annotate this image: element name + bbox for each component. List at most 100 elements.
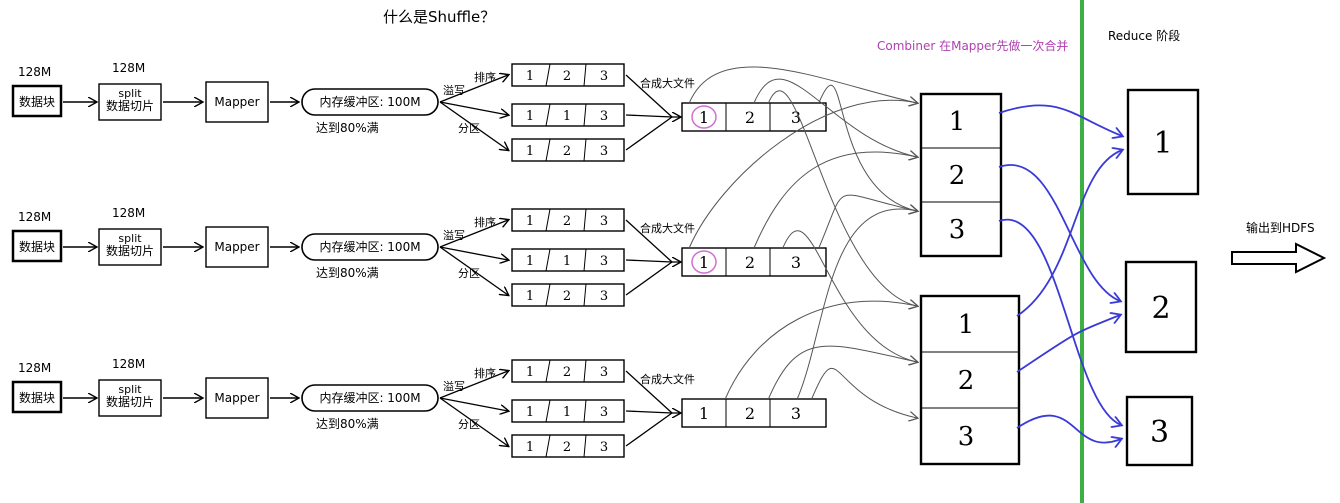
buffer-label: 内存缓冲区: 100M (319, 390, 420, 405)
fetch-arrow (998, 218, 1121, 425)
spill-file (511, 103, 625, 127)
spill-label: 溢写 (443, 83, 465, 97)
spill-cell: 3 (600, 289, 608, 304)
spill-cell: 1 (526, 254, 534, 269)
spill-cell: 2 (563, 214, 571, 229)
merged-file (681, 247, 827, 277)
spill-cell: 1 (526, 144, 534, 159)
mapper-box (205, 81, 269, 123)
mapper-box (205, 377, 269, 419)
block-label: 数据块 (19, 390, 55, 405)
spill-cell: 1 (563, 254, 571, 269)
fetch-arrow (1016, 150, 1122, 317)
output-arrow-icon (1231, 242, 1327, 274)
cell-divider (583, 208, 587, 232)
merged-cell: 1 (699, 108, 709, 127)
shuffle-curve (796, 209, 917, 400)
spill-cell: 3 (600, 365, 608, 380)
spill-cell: 3 (600, 440, 608, 455)
split-label: 数据切片 (106, 394, 154, 409)
merge-line (625, 412, 673, 447)
partition-highlight-circle (691, 105, 717, 129)
shuffle-curve (818, 194, 917, 249)
merged-file (681, 102, 827, 132)
shuffle-curve (688, 66, 917, 103)
combiner-cell: 1 (958, 310, 975, 340)
cell-divider (545, 359, 551, 383)
cell-divider (583, 248, 587, 272)
cell-divider (545, 283, 551, 307)
merged-cell: 2 (745, 404, 755, 423)
spill-cell: 1 (526, 109, 534, 124)
combiner-note: Combiner 在Mapper先做一次合并 (877, 38, 1068, 53)
spill-arrow (439, 246, 508, 260)
mapper-box (205, 226, 269, 268)
combiner-cell: 2 (958, 366, 975, 396)
merge-line (625, 261, 673, 296)
reducer-box: 1 (1126, 88, 1200, 196)
cell-divider (545, 63, 551, 87)
spill-arrow (439, 397, 508, 446)
spill-cell: 3 (600, 109, 608, 124)
combiner-cell: 3 (958, 422, 975, 452)
split-size: 128M (112, 61, 145, 75)
cell-divider (545, 138, 551, 162)
combiner-cell: 3 (949, 215, 966, 245)
reducer-frame (1124, 260, 1198, 354)
reducer-label: 3 (1150, 415, 1169, 450)
cell-divider (545, 103, 551, 127)
combiner-box: 123 (919, 92, 1003, 258)
cell-divider (583, 138, 587, 162)
reducer-box: 2 (1124, 260, 1198, 354)
shuffle-curve (688, 100, 917, 249)
reduce-stage-label: Reduce 阶段 (1108, 28, 1180, 43)
reducer-box: 3 (1125, 395, 1194, 467)
partition-highlight-circle (691, 250, 717, 274)
spill-arrow (439, 101, 508, 115)
split-box (98, 228, 162, 266)
spill-cell: 2 (563, 289, 571, 304)
spill-cell: 1 (526, 365, 534, 380)
data-block (11, 380, 63, 414)
cell-divider (583, 399, 587, 423)
split-top-label: split (118, 383, 142, 396)
merge-label: 合成大文件 (640, 221, 695, 235)
spill-cell: 1 (563, 405, 571, 420)
combiner-cell: 1 (949, 107, 966, 137)
merged-cell: 1 (699, 253, 709, 272)
reducer-boxes: 1 2 3 (1124, 88, 1200, 467)
merge-line (625, 370, 673, 414)
spill-cell: 3 (600, 254, 608, 269)
cell-divider (545, 399, 551, 423)
spill-file (511, 208, 625, 232)
spill-arrow (439, 75, 508, 103)
mapper-label: Mapper (214, 95, 259, 109)
combiner-frame (919, 294, 1021, 466)
reducer-frame (1126, 88, 1200, 196)
block-label: 数据块 (19, 239, 55, 254)
block-size: 128M (18, 65, 51, 79)
memory-buffer (301, 88, 439, 116)
partition-label: 分区 (458, 122, 480, 135)
merge-line (625, 74, 673, 118)
spill-cell: 1 (526, 289, 534, 304)
mapper-label: Mapper (214, 391, 259, 405)
merged-cell: 3 (791, 253, 801, 272)
diagram-title: 什么是Shuffle？ (383, 8, 495, 26)
merge-line (625, 259, 673, 263)
reducer-label: 1 (1153, 126, 1172, 161)
combiner-frame (919, 92, 1003, 258)
block-size: 128M (18, 210, 51, 224)
spill-arrow (439, 397, 508, 411)
cell-divider (545, 208, 551, 232)
memory-buffer (301, 233, 439, 261)
spill-arrow (439, 101, 508, 150)
shuffle-curve (818, 84, 917, 211)
buffer-label: 内存缓冲区: 100M (319, 94, 420, 109)
fetch-arrow (998, 104, 1122, 136)
merge-label: 合成大文件 (640, 372, 695, 386)
reduce-fetch-arrows (998, 104, 1122, 442)
